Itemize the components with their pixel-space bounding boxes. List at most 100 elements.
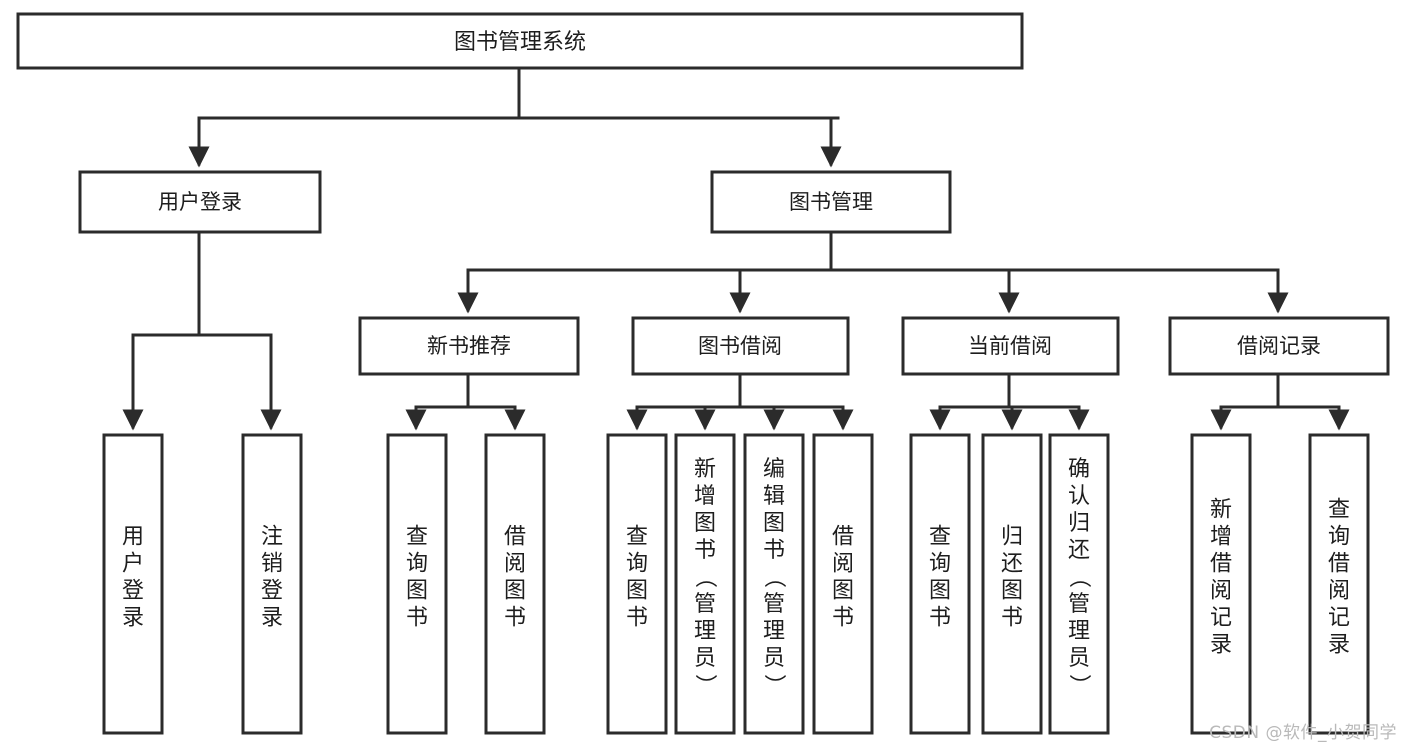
node-new-book-recommend[interactable]: 新书推荐: [358, 316, 580, 376]
leaf-box[interactable]: [743, 433, 805, 735]
svg-text:）: ）: [761, 674, 786, 696]
svg-text:图: 图: [929, 579, 951, 604]
svg-text:录: 录: [1328, 633, 1350, 658]
leaf-box[interactable]: [606, 433, 668, 735]
csdn-watermark: CSDN @软件_小贺同学: [1209, 723, 1397, 743]
svg-text:阅: 阅: [832, 552, 854, 577]
connector-books-to-level3: [457, 230, 1289, 314]
node-current-borrow[interactable]: 当前借阅: [901, 316, 1120, 376]
svg-text:录: 录: [1210, 633, 1232, 658]
node-current-borrow-label: 当前借阅: [968, 334, 1052, 358]
svg-text:书: 书: [832, 606, 854, 631]
svg-text:（: （: [761, 566, 786, 588]
leaf-box[interactable]: [909, 433, 971, 735]
svg-text:管: 管: [763, 592, 785, 617]
svg-text:用: 用: [122, 525, 144, 550]
svg-text:）: ）: [692, 674, 717, 696]
node-new-book-recommend-label: 新书推荐: [427, 334, 511, 358]
svg-text:还: 还: [1068, 538, 1090, 563]
node-root-label: 图书管理系统: [454, 30, 586, 55]
node-book-borrow[interactable]: 图书借阅: [631, 316, 850, 376]
leaf-box[interactable]: [1308, 433, 1370, 735]
svg-text:询: 询: [406, 552, 428, 577]
connector-userlogin-to-leaves: [122, 230, 282, 431]
svg-text:书: 书: [694, 538, 716, 563]
node-book-borrow-label: 图书借阅: [698, 334, 782, 358]
leaf-box[interactable]: [241, 433, 303, 735]
svg-text:阅: 阅: [504, 552, 526, 577]
leaf-box[interactable]: [102, 433, 164, 735]
leaf-box[interactable]: [812, 433, 874, 735]
leaf-labels: 用户登录注销登录查询图书借阅图书查询图书新增图书（管理员）编辑图书（管理员）借阅…: [122, 457, 1350, 696]
svg-text:询: 询: [1328, 525, 1350, 550]
leaf-box[interactable]: [386, 433, 448, 735]
svg-text:编: 编: [763, 457, 785, 482]
connector-newbooks-to-leaves: [405, 372, 526, 431]
node-user-login[interactable]: 用户登录: [78, 170, 322, 234]
leaf-box[interactable]: [981, 433, 1043, 735]
connector-current-to-leaves: [929, 372, 1090, 431]
svg-text:阅: 阅: [1210, 579, 1232, 604]
svg-text:员: 员: [1068, 646, 1090, 671]
svg-text:登: 登: [261, 579, 283, 604]
leaf-label: 用户登录: [122, 525, 144, 631]
node-user-login-label: 用户登录: [158, 190, 242, 214]
svg-text:书: 书: [406, 606, 428, 631]
svg-text:书: 书: [1001, 606, 1023, 631]
svg-text:借: 借: [504, 525, 526, 550]
svg-text:认: 认: [1068, 484, 1090, 509]
svg-text:归: 归: [1068, 511, 1090, 536]
node-book-management[interactable]: 图书管理: [710, 170, 952, 234]
svg-text:图: 图: [832, 579, 854, 604]
svg-text:图: 图: [763, 511, 785, 536]
svg-text:注: 注: [261, 525, 283, 550]
svg-text:阅: 阅: [1328, 579, 1350, 604]
svg-text:询: 询: [626, 552, 648, 577]
svg-text:销: 销: [261, 552, 283, 577]
svg-text:（: （: [692, 566, 717, 588]
leaf-box[interactable]: [674, 433, 736, 735]
svg-text:查: 查: [1328, 498, 1350, 523]
svg-text:记: 记: [1328, 606, 1350, 631]
svg-text:管: 管: [1068, 592, 1090, 617]
connector-records-to-leaves: [1210, 372, 1350, 431]
svg-text:登: 登: [122, 579, 144, 604]
svg-text:辑: 辑: [763, 484, 785, 509]
svg-text:录: 录: [122, 606, 144, 631]
svg-text:录: 录: [261, 606, 283, 631]
node-root[interactable]: 图书管理系统: [16, 12, 1024, 70]
svg-text:图: 图: [406, 579, 428, 604]
svg-text:书: 书: [504, 606, 526, 631]
leaf-box[interactable]: [484, 433, 546, 735]
svg-text:借: 借: [1210, 552, 1232, 577]
leaf-box[interactable]: [1048, 433, 1110, 735]
svg-text:增: 增: [694, 484, 716, 509]
svg-text:增: 增: [1210, 525, 1232, 550]
svg-text:确: 确: [1068, 457, 1090, 482]
node-borrow-records[interactable]: 借阅记录: [1168, 316, 1390, 376]
connector-root-to-level2: [188, 66, 842, 168]
svg-text:借: 借: [1328, 552, 1350, 577]
svg-text:书: 书: [929, 606, 951, 631]
svg-text:借: 借: [832, 525, 854, 550]
svg-text:图: 图: [694, 511, 716, 536]
svg-text:户: 户: [122, 552, 144, 577]
svg-text:理: 理: [763, 619, 785, 644]
svg-text:（: （: [1066, 566, 1091, 588]
svg-text:查: 查: [406, 525, 428, 550]
svg-text:新: 新: [694, 457, 716, 482]
svg-text:记: 记: [1210, 606, 1232, 631]
svg-text:书: 书: [763, 538, 785, 563]
svg-text:图: 图: [504, 579, 526, 604]
leaf-box[interactable]: [1190, 433, 1252, 735]
svg-text:查: 查: [929, 525, 951, 550]
